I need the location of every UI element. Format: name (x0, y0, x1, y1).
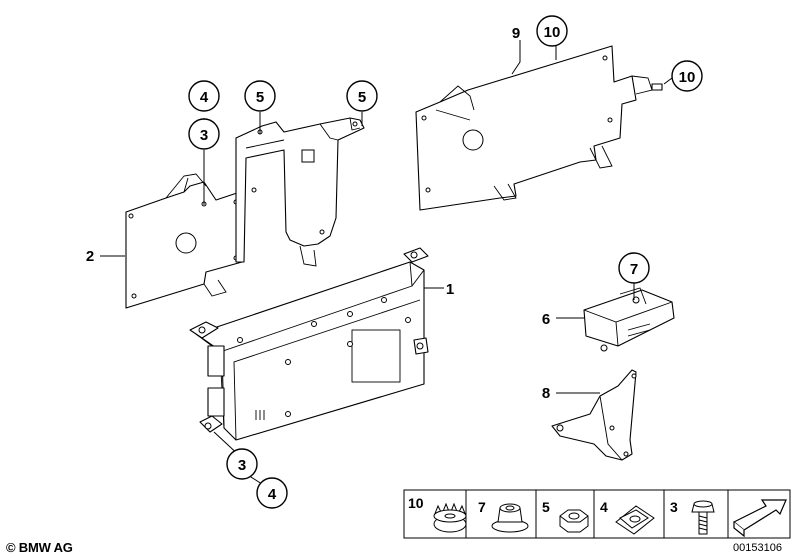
callout-label: 5 (256, 89, 264, 106)
callout-4-bottom: 4 (256, 477, 288, 509)
diagram-code: 00153106 (733, 542, 782, 554)
screw-icon (691, 500, 715, 535)
callout-label: 3 (238, 457, 246, 474)
label-part-1: 1 (446, 281, 454, 298)
callout-label: 10 (544, 24, 561, 41)
callout-3-top: 3 (188, 118, 220, 150)
clip-nut-icon (615, 505, 655, 535)
callout-label: 4 (268, 486, 277, 503)
bracket-center (235, 117, 365, 267)
legend-label: 4 (600, 499, 608, 515)
callout-10-right: 10 (671, 60, 703, 92)
callout-7: 7 (618, 252, 650, 284)
label-part-2: 2 (86, 248, 94, 265)
bracket-part-9 (415, 45, 663, 211)
grommet-icon (433, 502, 467, 533)
bracket-part-2 (125, 173, 243, 309)
module-part-6 (583, 287, 675, 352)
callout-label: 5 (358, 89, 366, 106)
legend-label: 3 (670, 499, 678, 515)
legend-label: 7 (478, 499, 486, 515)
callout-10-top: 10 (536, 15, 568, 47)
callout-label: 7 (630, 261, 638, 278)
callout-label: 10 (679, 69, 696, 86)
callout-4-top: 4 (188, 80, 220, 112)
collar-nut-icon (491, 503, 529, 533)
control-unit-part-1 (189, 247, 429, 441)
legend-label: 5 (542, 499, 550, 515)
label-part-8: 8 (542, 385, 550, 402)
hex-nut-icon (559, 509, 589, 533)
copyright-brand: © BMW AG (6, 540, 73, 555)
hardware-legend: 10 7 5 4 3 (403, 489, 791, 539)
callout-label: 3 (200, 127, 208, 144)
bracket-part-8 (551, 369, 637, 461)
callout-5-left: 5 (244, 80, 276, 112)
arrow-direction-icon (732, 499, 787, 538)
label-part-6: 6 (542, 311, 550, 328)
callout-label: 4 (200, 89, 209, 106)
callout-3-bottom: 3 (226, 448, 258, 480)
callout-5-right: 5 (346, 80, 378, 112)
label-part-9: 9 (512, 25, 520, 42)
legend-label: 10 (408, 495, 424, 511)
